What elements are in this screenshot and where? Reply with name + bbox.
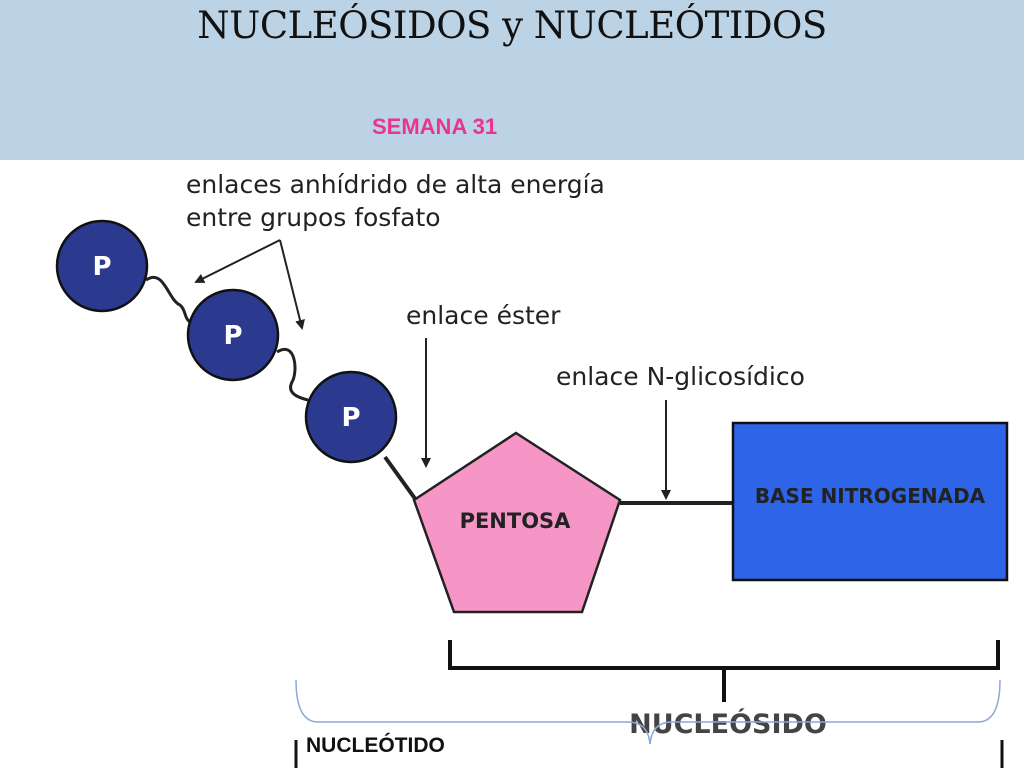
nucleoside-label: NUCLEÓSIDO	[629, 708, 827, 740]
phosphate-group-2: P	[186, 288, 280, 382]
nucleotide-bracket-base	[294, 740, 1004, 768]
anhydride-bond-1	[145, 276, 191, 324]
anhydride-bond-2	[276, 348, 309, 402]
phosphate-label: P	[223, 321, 242, 351]
nucleotide-bracket	[295, 679, 1001, 745]
anhydride-label: entre grupos fosfato	[186, 203, 441, 232]
header-band	[0, 0, 1024, 160]
anhydride-arrow-1	[194, 239, 281, 283]
phosphate-group-1: P	[55, 219, 149, 313]
pentose-label: PENTOSA	[460, 509, 572, 533]
ester-label: enlace éster	[406, 301, 561, 330]
phosphate-label: P	[341, 403, 360, 433]
nucleoside-bracket	[448, 640, 1000, 702]
anhydride-label: enlaces anhídrido de alta energía	[186, 170, 605, 199]
ester-bond-line	[383, 455, 418, 502]
nucleotide-label: NUCLEÓTIDO	[306, 734, 445, 757]
anhydride-arrow-2	[279, 239, 305, 330]
base-label: BASE NITROGENADA	[755, 484, 986, 508]
page-title: NUCLEÓSIDOS y NUCLEÓTIDOS	[197, 4, 827, 47]
pentose: PENTOSA	[412, 431, 622, 614]
nitrogenous-base: BASE NITROGENADA	[731, 421, 1009, 582]
phosphate-group-3: P	[304, 370, 398, 464]
phosphate-label: P	[92, 252, 111, 282]
glycosidic-label: enlace N-glicosídico	[556, 362, 805, 391]
week-subtitle: SEMANA 31	[372, 114, 498, 139]
